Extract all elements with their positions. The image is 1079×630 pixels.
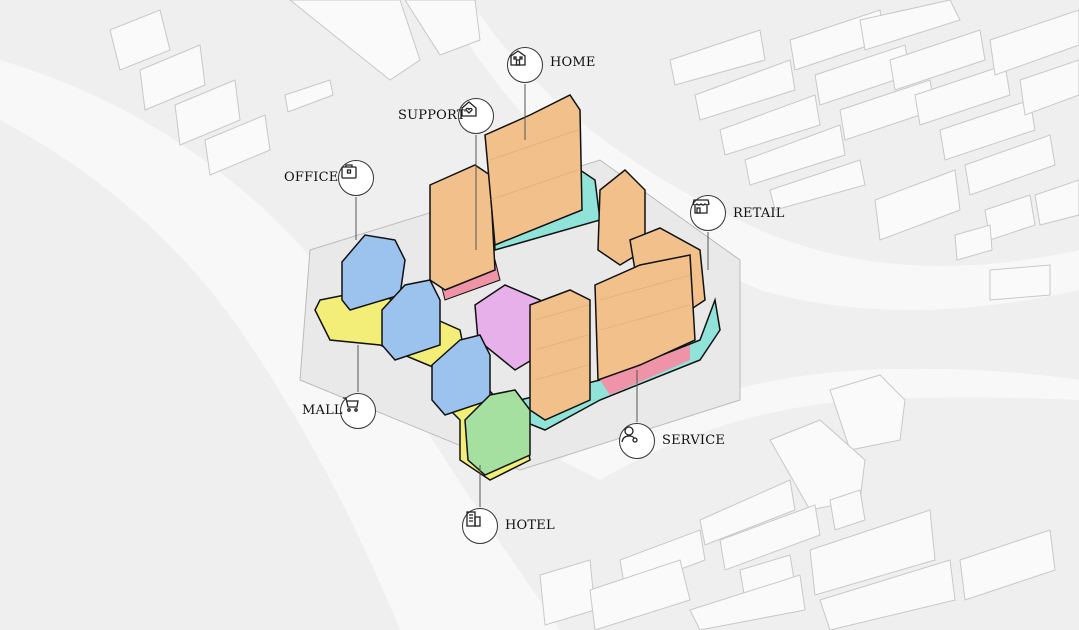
office-icon: [338, 160, 374, 196]
office-towers: [341, 234, 491, 416]
retail-icon: [690, 195, 726, 231]
floor-lines: [489, 129, 691, 381]
home-label: HOME: [550, 55, 596, 70]
support-label: SUPPORT: [398, 108, 466, 123]
cart-icon: [340, 393, 376, 429]
leader-lines: [355, 84, 709, 507]
context-buildings: [109, 0, 1079, 630]
office-label: OFFICE: [284, 170, 339, 185]
support-icon: [458, 98, 494, 134]
service-person-icon: [619, 423, 655, 459]
home-towers: [429, 94, 706, 421]
road: [560, 368, 1079, 480]
retail-label: RETAIL: [733, 206, 785, 221]
road: [0, 60, 560, 630]
mall-label: MALL: [302, 403, 343, 418]
hotel-tower: [464, 389, 531, 476]
hotel-icon: [462, 508, 498, 544]
home-icon: [507, 47, 543, 83]
service-label: SERVICE: [662, 433, 726, 448]
service-podium: [600, 345, 690, 395]
hotel-label: HOTEL: [505, 518, 555, 533]
